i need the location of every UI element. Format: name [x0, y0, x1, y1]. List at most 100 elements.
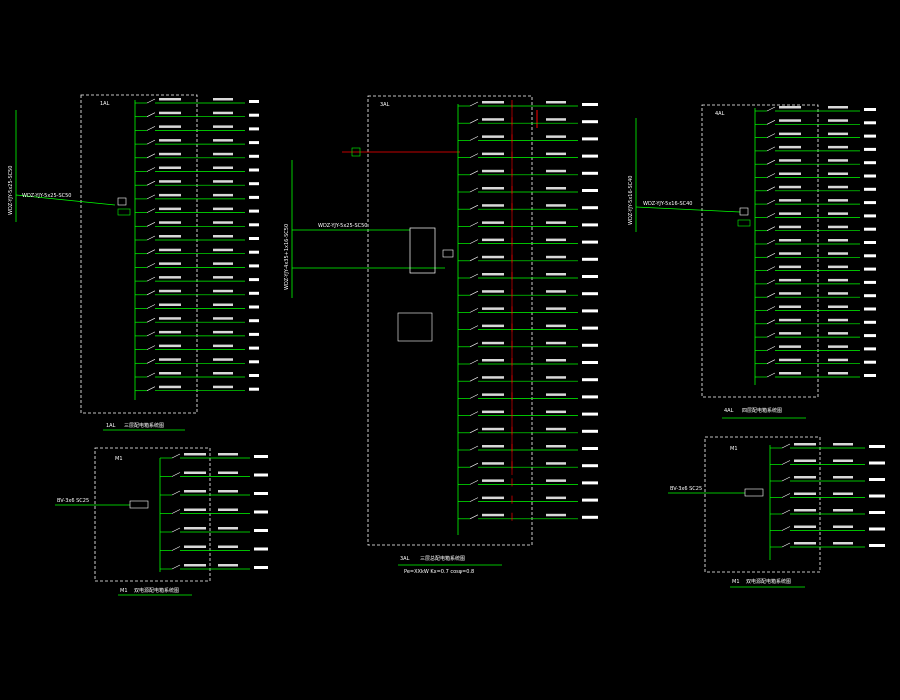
branch-circuit — [160, 490, 268, 496]
branch-text-mark — [482, 307, 504, 310]
branch-circuit — [755, 159, 876, 165]
branch-text-mark — [546, 393, 566, 396]
panel-M1-right-incoming-label: BV-3x6 SC25 — [670, 486, 702, 492]
breaker-switch-icon — [781, 460, 791, 465]
breaker-switch-icon — [781, 542, 791, 548]
branch-circuit — [135, 139, 259, 145]
branch-label-mark — [249, 374, 259, 377]
branch-label-mark — [582, 120, 598, 124]
branch-text-mark — [159, 193, 181, 197]
branch-text-mark — [546, 462, 566, 465]
breaker-switch-icon — [469, 514, 479, 520]
branch-text-mark — [482, 221, 504, 224]
branch-label-mark — [582, 343, 598, 347]
branch-label-mark — [582, 429, 598, 433]
branch-text-mark — [213, 289, 233, 293]
branch-text-mark — [159, 235, 181, 238]
panel-3AL-spd-box-icon — [397, 312, 433, 342]
branch-circuit — [458, 168, 598, 177]
branch-text-mark — [546, 341, 566, 345]
branch-circuit — [458, 444, 598, 452]
branch-text-mark — [213, 98, 233, 101]
branch-circuit — [755, 278, 876, 285]
branch-circuit — [770, 542, 885, 548]
breaker-switch-icon — [781, 526, 791, 531]
panel-1AL: 1AL WDZ-YJY-5x25-SC50 WDZ-YJY-5x25-SC50 … — [8, 94, 259, 431]
branch-label-mark — [249, 100, 259, 103]
branch-label-mark — [582, 395, 598, 399]
panel-3AL-feed-label: WDZ-YJY-4x35+1x16-SC50 — [284, 224, 290, 290]
panel-3AL-caption-tag: 3AL — [400, 556, 410, 562]
breaker-switch-icon — [469, 101, 479, 107]
panel-4AL-main-breaker-icon — [739, 207, 749, 216]
breaker-switch-icon — [469, 428, 479, 434]
branch-text-mark — [779, 358, 801, 362]
breaker-switch-icon — [469, 273, 479, 279]
branch-label-mark — [249, 305, 259, 309]
branch-text-mark — [833, 443, 853, 446]
branch-label-mark — [864, 108, 876, 111]
branch-label-mark — [249, 319, 259, 323]
branch-label-mark — [249, 346, 259, 350]
branch-circuit — [458, 495, 598, 504]
branch-text-mark — [159, 139, 181, 142]
branch-label-mark — [249, 387, 259, 391]
branch-label-mark — [249, 209, 259, 213]
branch-circuit — [160, 453, 268, 459]
branch-label-mark — [582, 361, 598, 364]
branch-label-mark — [582, 326, 598, 330]
branch-text-mark — [213, 276, 233, 279]
breaker-switch-icon — [146, 126, 156, 131]
branch-text-mark — [159, 385, 181, 389]
branch-text-mark — [546, 118, 566, 121]
breaker-switch-icon — [469, 480, 479, 485]
branch-text-mark — [779, 119, 801, 122]
branch-text-mark — [482, 187, 504, 190]
branch-circuit — [458, 117, 598, 126]
branch-label-mark — [864, 174, 876, 178]
panel-3AL-frame — [367, 95, 533, 546]
branch-text-mark — [482, 462, 504, 465]
panel-M1-right-frame — [704, 436, 821, 573]
branch-text-mark — [833, 542, 853, 545]
branch-text-mark — [546, 496, 566, 500]
branch-text-mark — [779, 292, 801, 295]
breaker-switch-icon — [146, 139, 156, 145]
branch-label-mark — [249, 195, 259, 199]
panel-M1-left-frame-label: M1 — [115, 456, 123, 462]
branch-text-mark — [184, 490, 206, 493]
panel-M1-left-branches — [160, 453, 268, 570]
branch-circuit — [135, 330, 259, 337]
branch-circuit — [160, 508, 268, 514]
branch-circuit — [160, 471, 268, 477]
branch-text-mark — [546, 290, 566, 293]
branch-circuit — [458, 134, 598, 143]
breaker-switch-icon — [766, 226, 776, 231]
branch-text-mark — [482, 135, 504, 138]
branch-text-mark — [828, 212, 848, 215]
breaker-switch-icon — [766, 253, 776, 258]
branch-text-mark — [779, 265, 801, 269]
branch-label-mark — [254, 492, 268, 495]
panel-3AL-frame-label: 3AL — [380, 102, 390, 108]
branch-text-mark — [833, 492, 853, 495]
branch-text-mark — [828, 172, 848, 175]
branch-circuit — [770, 525, 885, 531]
branch-label-mark — [864, 307, 876, 311]
panel-4AL-incoming-label: WDZ-YJY-5x16-SC40 — [643, 201, 692, 207]
branch-circuit — [458, 323, 598, 332]
breaker-switch-icon — [146, 249, 156, 254]
branch-text-mark — [828, 318, 848, 322]
branch-label-mark — [582, 206, 598, 210]
branch-label-mark — [864, 334, 876, 338]
branch-text-mark — [159, 289, 181, 293]
panel-M1-right-branches — [770, 443, 885, 548]
breaker-switch-icon — [469, 239, 479, 244]
breaker-switch-icon — [146, 331, 156, 337]
branch-text-mark — [779, 252, 801, 255]
branch-circuit — [135, 372, 259, 378]
panel-1AL-branches — [135, 98, 259, 392]
branch-label-mark — [582, 240, 598, 244]
branch-text-mark — [779, 305, 801, 308]
branch-text-mark — [779, 145, 801, 149]
